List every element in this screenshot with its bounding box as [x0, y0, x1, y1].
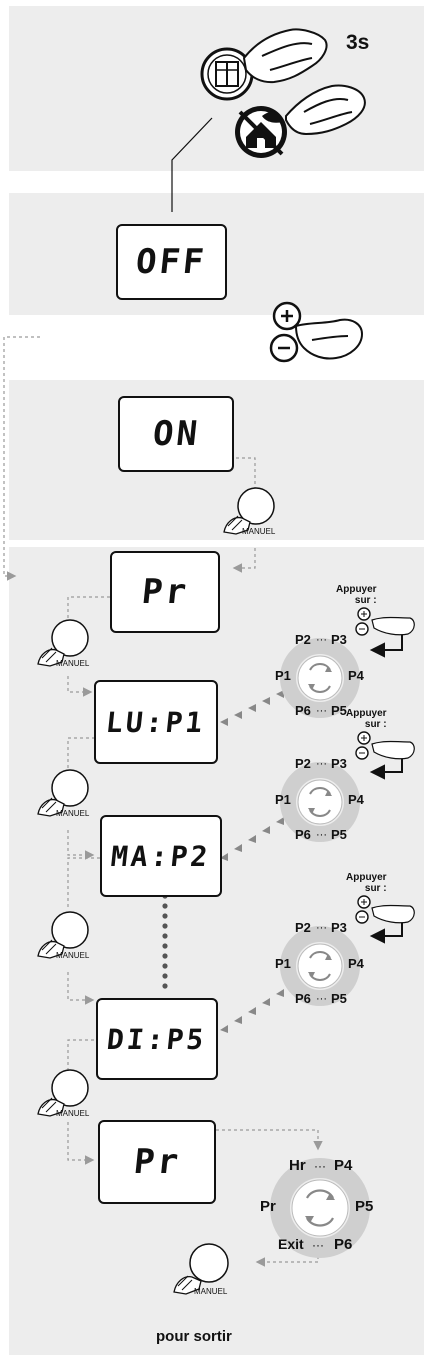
display-off-text: OFF — [134, 242, 209, 282]
wheel3-p5: P5 — [331, 991, 347, 1006]
wheel3-p1: P1 — [275, 956, 291, 971]
exit-wheel-dots-top: ··· — [314, 1159, 326, 1173]
manuel-button-1[interactable]: MANUEL — [216, 486, 296, 542]
display-pr-first: Pr — [110, 551, 220, 633]
display-day1: LU:P1 — [94, 680, 218, 764]
wheel1-p5: P5 — [331, 703, 347, 718]
wheel2-p2: P2 — [295, 756, 311, 771]
eco-house-button-icon — [235, 106, 287, 158]
hand-pointer-icon-bottom — [285, 84, 366, 136]
exit-wheel-p6: P6 — [334, 1236, 353, 1253]
wheel1-dots-bottom: ··· — [316, 705, 327, 717]
program-wheel-1 — [280, 638, 360, 718]
plus-minus-hand-icon-2 — [355, 731, 415, 760]
manuel-button-3[interactable]: MANUEL — [30, 768, 110, 824]
manuel-button-exit[interactable]: MANUEL — [164, 1242, 254, 1302]
press-label-2-line1: Appuyer — [346, 708, 387, 719]
press-label-3-line2: sur : — [364, 883, 387, 894]
manuel-button-4[interactable]: MANUEL — [30, 910, 110, 966]
wheel2-p4: P4 — [348, 792, 364, 807]
exit-wheel-dots-bottom: ··· — [312, 1238, 324, 1252]
wheel3-p4: P4 — [348, 956, 364, 971]
press-label-1: Appuyer sur : — [336, 584, 377, 606]
manuel-label-exit: MANUEL — [194, 1287, 228, 1296]
wheel2-dots-top: ··· — [316, 758, 327, 770]
manuel-button-2[interactable]: MANUEL — [30, 618, 110, 674]
program-wheel-3 — [280, 926, 360, 1006]
hand-pointer-icon-top — [242, 28, 328, 84]
wheel1-p6: P6 — [295, 703, 311, 718]
display-day7-text: DI:P5 — [105, 1022, 209, 1056]
wheel3-dots-bottom: ··· — [316, 993, 327, 1005]
display-day2-text: MA:P2 — [109, 839, 213, 873]
wheel2-p6: P6 — [295, 827, 311, 842]
shutter-button-icon — [200, 47, 254, 101]
press-label-3: Appuyer sur : — [346, 872, 387, 894]
exit-wheel — [270, 1158, 370, 1258]
manuel-hand-icon — [37, 769, 89, 817]
display-off: OFF — [116, 224, 227, 300]
display-on-text: ON — [150, 414, 202, 454]
wheel1-p1: P1 — [275, 668, 291, 683]
plus-minus-illustration — [269, 301, 364, 363]
manuel-hand-icon — [37, 1069, 89, 1117]
wheel1-p2: P2 — [295, 632, 311, 647]
hand-pointer-icon-plus — [294, 318, 364, 360]
program-wheel-2 — [280, 762, 360, 842]
press-label-2: Appuyer sur : — [346, 708, 387, 730]
manuel-label-2: MANUEL — [56, 659, 90, 668]
exit-wheel-hr: Hr — [289, 1157, 306, 1174]
display-pr-last: Pr — [98, 1120, 216, 1204]
display-day1-text: LU:P1 — [104, 705, 208, 739]
hold-buttons-illustration — [200, 28, 366, 158]
manuel-label-5: MANUEL — [56, 1109, 90, 1118]
wheel3-dots-top: ··· — [316, 922, 327, 934]
wheel2-p5: P5 — [331, 827, 347, 842]
hold-time-label: 3s — [346, 31, 370, 54]
wheel3-p2: P2 — [295, 920, 311, 935]
display-day7: DI:P5 — [96, 998, 218, 1080]
press-label-1-line1: Appuyer — [336, 584, 377, 595]
display-on: ON — [118, 396, 234, 472]
wheel1-dots-top: ··· — [316, 634, 327, 646]
exit-wheel-p4: P4 — [334, 1157, 353, 1174]
manuel-hand-icon — [173, 1243, 229, 1295]
wheel3-p6: P6 — [295, 991, 311, 1006]
display-pr-first-text: Pr — [139, 572, 191, 612]
manuel-hand-icon — [37, 619, 89, 667]
press-label-1-line2: sur : — [354, 595, 377, 606]
wheel1-p3: P3 — [331, 632, 347, 647]
display-pr-last-text: Pr — [131, 1142, 183, 1182]
wheel3-p3: P3 — [331, 920, 347, 935]
minus-button-icon — [269, 333, 299, 363]
exit-wheel-exit: Exit — [278, 1236, 304, 1252]
manuel-hand-icon — [37, 911, 89, 959]
manuel-label-4: MANUEL — [56, 951, 90, 960]
press-label-3-line1: Appuyer — [346, 872, 387, 883]
exit-caption: pour sortir — [156, 1328, 232, 1345]
press-label-2-line2: sur : — [364, 719, 387, 730]
wheel2-p3: P3 — [331, 756, 347, 771]
plus-button-icon — [272, 301, 302, 331]
manuel-hand-icon — [223, 487, 275, 535]
manuel-label-1: MANUEL — [242, 527, 276, 536]
wheel2-dots-bottom: ··· — [316, 829, 327, 841]
manuel-label-3: MANUEL — [56, 809, 90, 818]
plus-minus-hand-icon-3 — [355, 895, 415, 924]
exit-wheel-pr: Pr — [260, 1198, 276, 1215]
wheel1-p4: P4 — [348, 668, 364, 683]
plus-minus-hand-icon-1 — [355, 607, 415, 636]
display-day2: MA:P2 — [100, 815, 222, 897]
exit-wheel-p5: P5 — [355, 1198, 374, 1215]
manuel-button-5[interactable]: MANUEL — [30, 1068, 110, 1124]
wheel2-p1: P1 — [275, 792, 291, 807]
